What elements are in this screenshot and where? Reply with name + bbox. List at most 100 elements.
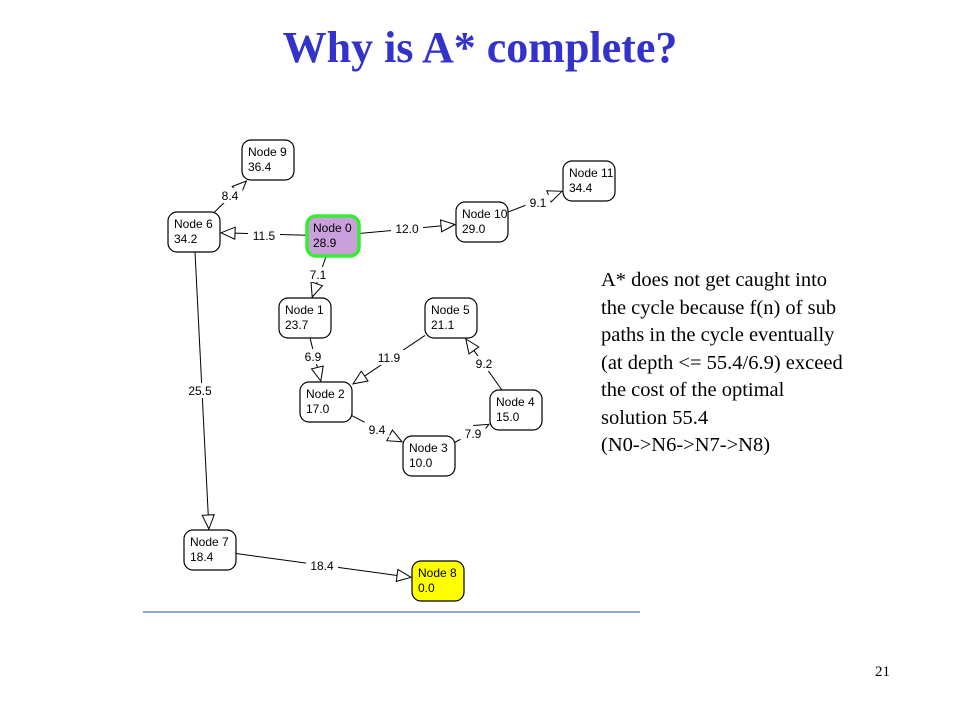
node-heuristic: 0.0 — [418, 581, 435, 595]
edge-cost-label: 18.4 — [310, 559, 334, 573]
node-n6: Node 634.2 — [167, 211, 221, 253]
edge-cost-label: 6.9 — [305, 350, 322, 364]
node-name: Node 6 — [174, 217, 213, 231]
edge-n5-n2: 11.9 — [351, 335, 426, 385]
edge-arrowhead — [310, 365, 324, 383]
edge-n6-n9: 8.4 — [214, 180, 248, 213]
page-number: 21 — [875, 664, 890, 680]
node-box — [305, 214, 361, 258]
node-box — [402, 435, 456, 477]
explanation-line: A* does not get caught into — [601, 269, 828, 291]
edge-cost-label: 9.1 — [530, 196, 547, 210]
edge-arrowhead — [310, 281, 324, 299]
node-heuristic: 18.4 — [190, 550, 214, 564]
edge-cost-label: 11.9 — [378, 351, 401, 365]
edge-cost-label: 9.2 — [476, 357, 493, 371]
edge-cost-label: 8.4 — [222, 189, 239, 203]
node-box — [241, 139, 295, 181]
node-box — [489, 389, 543, 431]
node-box — [167, 211, 221, 253]
edge-cost-label: 9.4 — [369, 423, 386, 437]
edge-arrowhead — [395, 568, 413, 583]
edge-cost-label: 11.5 — [253, 229, 276, 243]
node-heuristic: 10.0 — [409, 456, 433, 470]
edge-n0-n10: 12.0 — [358, 219, 457, 236]
node-box — [455, 201, 509, 243]
explanation-line: the cycle because f(n) of sub — [601, 296, 837, 319]
node-heuristic: 36.4 — [248, 160, 272, 174]
edge-arrowhead — [439, 219, 457, 233]
node-box — [183, 529, 237, 571]
node-name: Node 5 — [431, 303, 470, 317]
edge-n7-n8: 18.4 — [235, 553, 413, 583]
diagram-baseline — [143, 611, 640, 613]
edge-arrowhead — [386, 429, 404, 443]
node-n1: Node 123.7 — [278, 297, 332, 339]
node-n7: Node 718.4 — [183, 529, 237, 571]
edge-cost-label: 12.0 — [395, 222, 419, 236]
edges-layer: 11.5 12.0 7.1 8.4 9.1 25.5 18.4 6.9 9.4 7.9 9.2 11.… — [184, 180, 564, 583]
node-name: Node 4 — [496, 395, 535, 409]
node-name: Node 9 — [248, 145, 287, 159]
edge-n0-n1: 7.1 — [305, 255, 331, 299]
node-box — [278, 297, 332, 339]
edge-label-background — [248, 228, 280, 243]
node-name: Node 2 — [306, 387, 345, 401]
explanation-line: solution 55.4 — [601, 406, 709, 429]
node-heuristic: 29.0 — [462, 222, 486, 236]
node-box — [424, 297, 478, 339]
edge-label-background — [305, 267, 331, 282]
edge-label-background — [217, 188, 243, 203]
edge-label-background — [184, 383, 216, 398]
edge-arrowhead — [201, 514, 215, 531]
edge-label-background — [373, 350, 405, 365]
edge-label-background — [364, 422, 390, 437]
node-heuristic: 28.9 — [313, 236, 337, 250]
node-name: Node 7 — [190, 535, 229, 549]
edge-n10-n11: 9.1 — [507, 190, 564, 213]
node-heuristic: 15.0 — [496, 410, 520, 424]
node-name: Node 8 — [418, 566, 457, 580]
node-name: Node 3 — [409, 441, 448, 455]
explanation-line: (at depth <= 55.4/6.9) exceed — [601, 351, 843, 374]
node-n4: Node 415.0 — [489, 389, 543, 431]
explanation-text: A* does not get caught into the cycle be… — [601, 267, 946, 460]
node-box — [562, 160, 616, 202]
edge-n2-n3: 9.4 — [351, 415, 404, 443]
slide-title: Why is A* complete? — [282, 23, 678, 72]
edge-label-background — [525, 195, 551, 210]
edge-label-background — [300, 349, 326, 364]
explanation-line: paths in the cycle eventually — [601, 324, 835, 346]
edge-label-background — [306, 558, 338, 573]
node-n5: Node 521.1 — [424, 297, 478, 339]
node-n3: Node 310.0 — [402, 435, 456, 477]
node-n9: Node 936.4 — [241, 139, 295, 181]
node-n2: Node 217.0 — [299, 381, 353, 423]
node-name: Node 1 — [285, 303, 324, 317]
edge-cost-label: 7.9 — [465, 427, 482, 441]
node-box — [299, 381, 353, 423]
node-heuristic: 21.1 — [431, 318, 455, 332]
edge-label-background — [460, 426, 486, 441]
node-heuristic: 17.0 — [306, 402, 330, 416]
explanation-line: the cost of the optimal — [601, 379, 785, 401]
edge-arrowhead — [351, 370, 369, 385]
edge-label-background — [391, 221, 423, 236]
edge-arrowhead — [219, 226, 236, 240]
node-n0: Node 028.9 — [305, 214, 361, 258]
edge-n4-n5: 9.2 — [465, 337, 503, 391]
edge-arrowhead — [465, 337, 480, 355]
node-name: Node 10 — [462, 207, 508, 221]
edge-n0-n6: 11.5 — [219, 226, 308, 243]
edge-cost-label: 25.5 — [188, 384, 212, 398]
edge-n1-n2: 6.9 — [300, 337, 326, 383]
node-heuristic: 23.7 — [285, 318, 309, 332]
node-heuristic: 34.4 — [569, 181, 593, 195]
node-heuristic: 34.2 — [174, 232, 198, 246]
edge-cost-label: 7.1 — [310, 268, 327, 282]
node-name: Node 11 — [569, 166, 614, 180]
